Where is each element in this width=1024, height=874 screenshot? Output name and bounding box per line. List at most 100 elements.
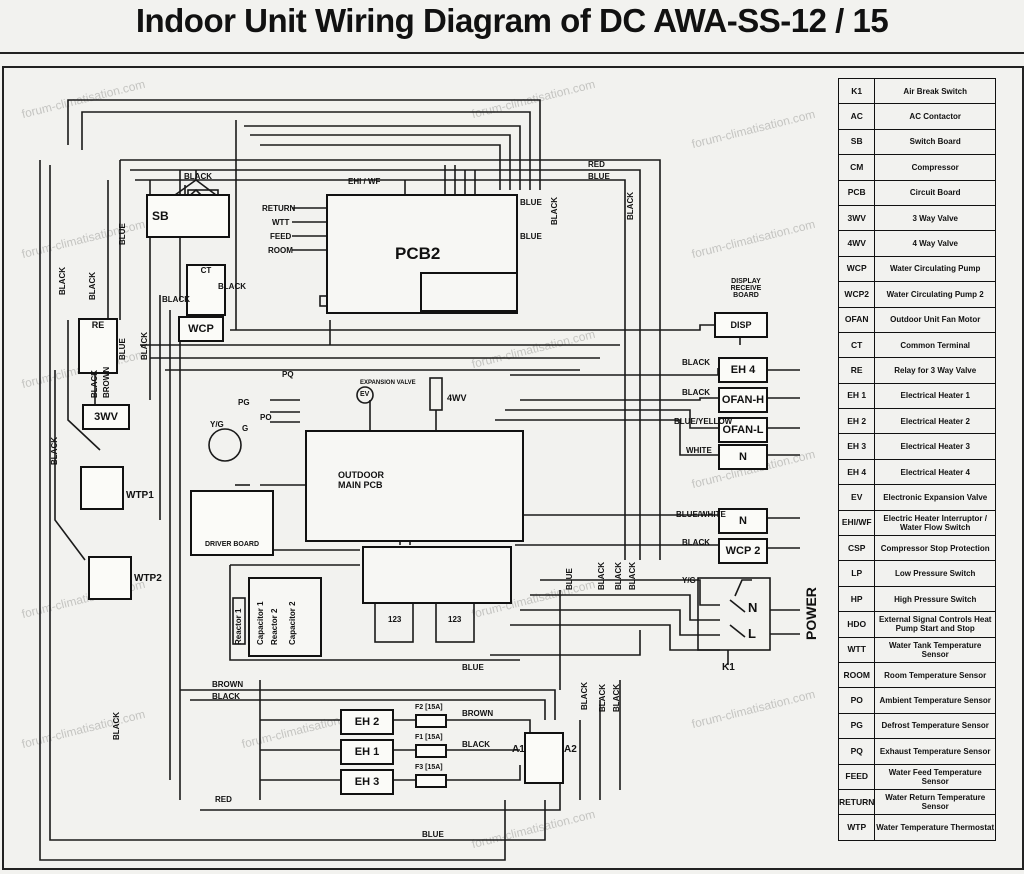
legend-description: Defrost Temperature Sensor <box>874 712 996 740</box>
legend-code: HDO <box>837 611 876 638</box>
ofan-l-label: OFAN-L <box>722 424 764 436</box>
ofan-h-label: OFAN-H <box>721 394 765 406</box>
legend-description: Electrical Heater 1 <box>874 382 996 410</box>
legend-description: Room Temperature Sensor <box>874 661 996 689</box>
legend-description: Switch Board <box>874 128 996 156</box>
wire-label-blue-yellow: BLUE/YELLOW <box>674 417 733 426</box>
switch-board-sb: SB <box>146 194 230 238</box>
legend-code: EH 3 <box>837 433 876 460</box>
ac-contactor <box>524 732 564 784</box>
pq-sensor-label: PQ <box>282 370 294 379</box>
legend-code: 4WV <box>837 230 876 257</box>
wire-label-blue: BLUE <box>520 198 542 207</box>
eh2-heater: EH 2 <box>340 709 394 735</box>
relay-re: RE <box>78 318 118 374</box>
legend-code: ROOM <box>837 661 876 689</box>
page-title: Indoor Unit Wiring Diagram of DC AWA-SS-… <box>135 2 889 39</box>
legend-code: WTT <box>837 636 876 663</box>
motor-g-label: G <box>242 424 249 433</box>
legend-description: Water Tank Temperature Sensor <box>874 636 996 663</box>
wire-label-black: BLACK <box>612 684 621 712</box>
n-terminal-2: N <box>718 508 768 534</box>
wire-label-black: BLACK <box>162 295 190 304</box>
fuse-f2-label: F2 [15A] <box>415 704 443 711</box>
legend-description: Electrical Heater 3 <box>874 433 996 460</box>
wire-label-black: BLACK <box>597 562 606 590</box>
legend-code: EH 2 <box>837 408 876 435</box>
eh4-terminal: EH 4 <box>718 357 768 383</box>
terminal-123-b: 123 <box>448 615 462 624</box>
wire-label-black: BLACK <box>550 197 559 225</box>
legend-description: High Pressure Switch <box>874 585 996 613</box>
wire-label-black: BLACK <box>212 692 240 701</box>
legend-description: 4 Way Valve <box>874 230 996 257</box>
ehi-wf-label: EHI / WF <box>348 177 381 186</box>
legend-code: FEED <box>837 763 876 790</box>
wtp1-label: WTP1 <box>126 490 154 501</box>
wcp-label: WCP <box>188 323 214 335</box>
legend-description: Exhaust Temperature Sensor <box>874 738 996 765</box>
title-rule <box>0 52 1024 54</box>
room-sensor-label: ROOM <box>268 246 293 255</box>
eh2-label: EH 2 <box>354 716 380 728</box>
legend-code: EH 4 <box>837 458 876 486</box>
pcb2-label: PCB2 <box>395 244 441 263</box>
eh4-label: EH 4 <box>730 364 756 376</box>
wire-label-red: RED <box>215 795 232 804</box>
sb-label: SB <box>152 209 169 223</box>
eh3-label: EH 3 <box>354 776 380 788</box>
wire-label-black: BLACK <box>614 562 623 590</box>
legend-description: AC Contactor <box>874 103 996 130</box>
wire-label-black: BLACK <box>184 172 212 181</box>
return-sensor-label: RETURN <box>262 204 296 213</box>
legend-description: Electronic Expansion Valve <box>874 484 996 511</box>
legend-description: Water Return Temperature Sensor <box>874 788 996 816</box>
legend-code: SB <box>837 128 876 156</box>
legend-code: EV <box>837 484 876 511</box>
legend-code: HP <box>837 585 876 613</box>
re-label: RE <box>91 320 105 330</box>
legend-code: RE <box>837 357 876 384</box>
legend-code: CT <box>837 331 876 359</box>
legend-description: Relay for 3 Way Valve <box>874 357 996 384</box>
legend-description: Compressor <box>874 154 996 181</box>
legend-code: OFAN <box>837 306 876 333</box>
wire-label-blue-white: BLUE/WHITE <box>676 510 726 519</box>
display-board-disp: DISP <box>714 312 768 338</box>
legend-description: Water Temperature Thermostat <box>874 814 996 841</box>
water-pump-wcp: WCP <box>178 316 224 342</box>
fuse-f3 <box>415 774 447 788</box>
legend-description: Circuit Board <box>874 179 996 206</box>
a2-label: A2 <box>564 744 577 755</box>
legend-code: RETURN <box>837 788 876 816</box>
expansion-valve-label: EXPANSION VALVE <box>360 380 416 386</box>
wire-label-blue: BLUE <box>565 568 574 590</box>
driver-board: DRIVER BOARD <box>190 490 274 556</box>
power-n-label: N <box>748 600 758 615</box>
legend-code: PCB <box>837 179 876 206</box>
motor-yg-label: Y/G <box>210 420 224 429</box>
wire-label-black: BLACK <box>598 684 607 712</box>
wire-label-blue: BLUE <box>520 232 542 241</box>
wire-label-black: BLACK <box>90 370 99 398</box>
outdoor-main-pcb-label: OUTDOOR MAIN PCB <box>338 470 384 490</box>
legend-code: WTP <box>837 814 876 841</box>
wire-label-black: BLACK <box>140 332 149 360</box>
wtt-sensor-label: WTT <box>272 218 290 227</box>
capacitor2-label: Capacitor 2 <box>288 601 297 645</box>
wire-label-red: RED <box>588 160 605 169</box>
three-way-valve: 3WV <box>82 404 130 430</box>
